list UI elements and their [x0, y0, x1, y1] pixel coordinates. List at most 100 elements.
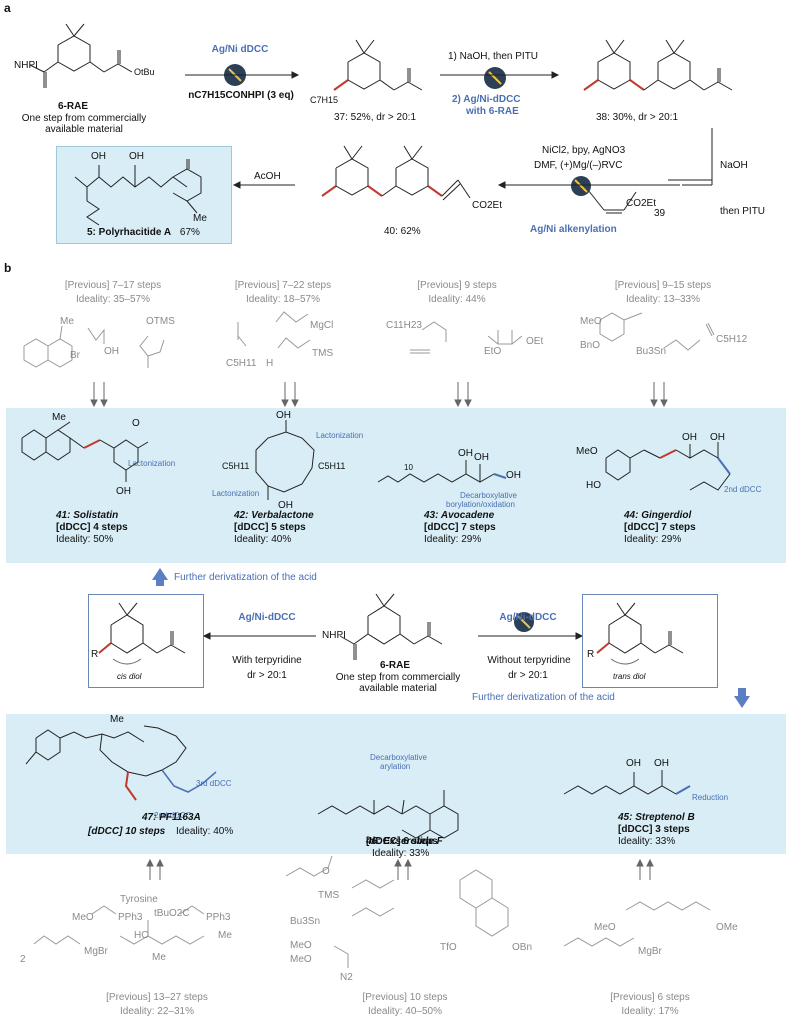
sm-bu3sn-label: Bu3Sn — [636, 346, 667, 357]
sm-me-label: Me — [60, 316, 74, 327]
rae-nhpi-label: NHPI — [14, 60, 38, 71]
polyrhacitide-name: 5: Polyrhacitide A — [87, 227, 172, 238]
p47-name: 47: PF1163A — [142, 812, 201, 823]
step3-pitu: then PITU — [720, 206, 766, 217]
step2-line1: 1) NaOH, then PITU — [448, 51, 539, 62]
sm-tms-bottom: TMS — [318, 890, 340, 901]
cmpd37-label: 37: 52%, dr > 20:1 — [334, 112, 417, 123]
cmpd40-ester: CO2Et — [472, 200, 503, 211]
sm-tbuo2c: tBuO2C — [154, 908, 190, 919]
sm-c11h23-label: C11H23 — [386, 320, 422, 331]
sm-mgcl-label: MgCl — [310, 320, 334, 331]
p47-note2: 2nd dDCC — [154, 811, 192, 820]
p45-oh2: OH — [654, 758, 669, 769]
p43-ideality: Ideality: 29% — [424, 534, 482, 545]
p46-ideality: Ideality: 33% — [372, 848, 430, 859]
prev-bottom-2-header: [Previous] 10 steps — [362, 992, 448, 1003]
p46-note: Decarboxylative — [370, 753, 427, 762]
p43-note2: borylation/oxidation — [446, 500, 515, 509]
p44-note: 2nd dDCC — [724, 485, 762, 494]
p46-note2: arylation — [380, 762, 411, 771]
p44-name: 44: Gingerdiol — [624, 510, 692, 521]
p42-sub1: C5H11 — [222, 461, 250, 471]
prev-top-1-header: [Previous] 7–17 steps — [64, 280, 162, 291]
polyrhacitide-oh1: OH — [91, 151, 106, 162]
step4-name: Ag/Ni alkenylation — [530, 224, 617, 235]
p43-oh1: OH — [458, 448, 473, 459]
sm-h-label: H — [266, 358, 274, 369]
p42-note2: Lactonization — [212, 489, 260, 498]
p41-oh: OH — [116, 486, 131, 497]
prev-top-3-ideality: Ideality: 44% — [428, 294, 486, 305]
step5-reagent: AcOH — [254, 171, 281, 182]
p45-oh1: OH — [626, 758, 641, 769]
further-bottom-label: Further derivatization of the acid — [472, 692, 615, 703]
center-rae: 6-RAE — [380, 660, 411, 671]
sm-meo-ester: MeO — [594, 922, 616, 933]
sm-eto-label: EtO — [484, 346, 502, 357]
polyrhacitide-oh2: OH — [129, 151, 144, 162]
left-conditions: With terpyridine — [232, 655, 302, 666]
panel-b-letter: b — [4, 261, 12, 275]
center-note-line1: One step from commercially — [335, 672, 461, 683]
p42-steps: [dDCC] 5 steps — [234, 522, 306, 533]
sm-tms-label: TMS — [312, 348, 334, 359]
prev-bottom-3-ideality: Ideality: 17% — [621, 1006, 679, 1017]
polyrhacitide-me: Me — [193, 213, 207, 224]
p42-oh2: OH — [278, 500, 293, 511]
sm-pph3-1: PPh3 — [118, 912, 143, 923]
p47-ideality: Ideality: 40% — [176, 826, 234, 837]
p43-index: 10 — [404, 463, 413, 472]
p47-note: 3rd dDCC — [196, 779, 232, 788]
top-products-panel: O Me Lactonization OH 41: Solistatin [dD… — [6, 408, 786, 563]
p42-ideality: Ideality: 40% — [234, 534, 292, 545]
p43-steps: [dDCC] 7 steps — [424, 522, 496, 533]
panel-a-letter: a — [4, 1, 11, 15]
p43-oh3: OH — [506, 470, 521, 481]
cmpd37-substituent: C7H15 — [310, 95, 339, 105]
p44-steps: [dDCC] 7 steps — [624, 522, 696, 533]
p47-steps: [dDCC] 10 steps — [88, 826, 166, 837]
sm-ho: HO — [134, 930, 149, 941]
p43-oh2: OH — [474, 452, 489, 463]
sm-oh-label: OH — [104, 346, 119, 357]
polyrhacitide-yield: 67% — [179, 227, 200, 238]
prev-bottom-2-ideality: Ideality: 40–50% — [368, 1006, 442, 1017]
sm-br-label: Br — [70, 350, 80, 361]
sm-meo-label: MeO — [580, 316, 602, 327]
p41-o: O — [132, 418, 140, 429]
p46-steps: [dDCC] 6 steps — [366, 836, 438, 847]
trans-diol-box: R trans diol — [582, 594, 718, 688]
step1-reagent: Ag/Ni dDCC — [211, 44, 269, 55]
cis-diol-label: cis diol — [117, 672, 142, 681]
p46-name: 46: Exserolide F — [366, 836, 443, 847]
p44-ho: HO — [586, 480, 601, 491]
rae-note-line1: One step from commercially — [21, 113, 147, 124]
step4-reagent: CO2Et — [626, 198, 657, 209]
p43-name: 43: Avocadene — [424, 510, 495, 521]
prev-top-3-header: [Previous] 9 steps — [417, 280, 497, 291]
sm-me-bottom: Me — [152, 952, 166, 963]
cmpd40-label: 40: 62% — [384, 226, 421, 237]
step1-conditions: nC7H15CONHPI (3 eq) — [188, 90, 294, 101]
prev-top-2-header: [Previous] 7–22 steps — [234, 280, 332, 291]
sm-c5h12-label: C5H12 — [716, 334, 748, 345]
sm-obn: OBn — [512, 942, 533, 953]
p45-name: 45: Streptenol B — [618, 812, 695, 823]
p47-caption: [dDCC] 10 steps — [88, 826, 165, 838]
sm-bu3sn-bottom: Bu3Sn — [290, 916, 321, 927]
sm-meo-phos1: MeO — [290, 940, 312, 951]
rae-compound-label: 6-RAE — [58, 101, 89, 112]
prev-bottom-1-ideality: Ideality: 22–31% — [120, 1006, 194, 1017]
center-nhpi: NHPI — [322, 630, 346, 641]
sm-tfo: TfO — [440, 942, 457, 953]
sm-two: 2 — [20, 954, 26, 965]
left-dr: dr > 20:1 — [247, 670, 287, 681]
right-conditions: Without terpyridine — [487, 655, 571, 666]
p42-name: 42: Verbalactone — [234, 510, 314, 521]
further-top-label: Further derivatization of the acid — [174, 572, 317, 583]
polyrhacitide-caption: 5: Polyrhacitide A 67% — [87, 227, 200, 239]
